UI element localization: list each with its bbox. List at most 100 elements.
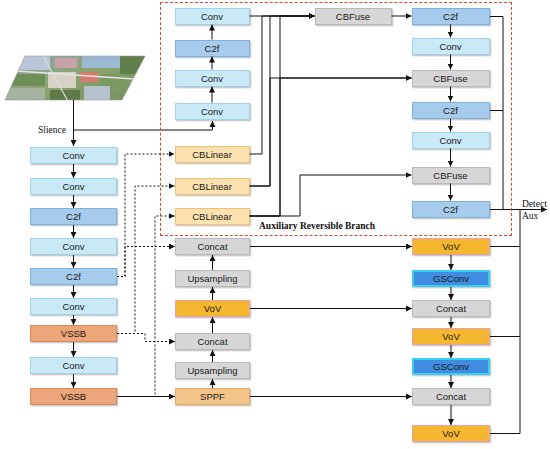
flow-arrow (73, 195, 74, 208)
module-label: GSConv (433, 361, 469, 372)
module-label: Conv (62, 301, 84, 312)
layer-box: C2f (30, 268, 117, 285)
module-label: CBFuse (336, 11, 370, 22)
merge-box: Upsampling (175, 270, 250, 287)
state-space-box: VSSB (30, 388, 117, 405)
layer-box: C2f (412, 102, 490, 119)
module-label: C2f (66, 211, 81, 222)
module-label: CBLinear (192, 149, 232, 160)
layer-box: Conv (175, 103, 250, 120)
module-label: Conv (439, 135, 461, 146)
skip-connector (117, 186, 175, 334)
state-space-box: VSSB (30, 325, 117, 342)
layer-box: VoV (412, 238, 490, 255)
merge-box: Upsampling (175, 362, 250, 379)
module-label: Conv (439, 41, 461, 52)
module-label: C2f (443, 204, 458, 215)
flow-arrow (450, 184, 451, 201)
module-label: Conv (62, 150, 84, 161)
module-label: Conv (201, 11, 223, 22)
flow-arrow (450, 55, 451, 70)
layer-box: Conv (30, 298, 117, 315)
skip-connector (117, 334, 175, 342)
module-label: C2f (205, 43, 220, 54)
merge-box: CBFuse (315, 8, 392, 25)
flow-arrow (450, 25, 451, 38)
layer-box: Conv (175, 8, 250, 25)
flow-arrow (212, 255, 213, 270)
flow-arrow (73, 225, 74, 238)
flow-arrow (73, 255, 74, 268)
flow-arrow (451, 345, 452, 358)
layer-box: Conv (412, 38, 490, 55)
flow-arrow (73, 164, 74, 178)
flow-arrow (250, 16, 315, 17)
layer-box: GSConv (412, 270, 490, 287)
layer-box: C2f (30, 208, 117, 225)
pooling-box: SPPF (175, 388, 250, 405)
branch-group: Auxiliary Reversible BranchConvC2fConvCo… (160, 2, 512, 236)
module-label: VoV (442, 241, 459, 252)
layer-box: C2f (412, 8, 490, 25)
module-label: VoV (204, 303, 221, 314)
flow-arrow (212, 57, 213, 70)
module-label: Concat (436, 391, 466, 402)
module-label: Concat (197, 241, 227, 252)
linear-box: CBLinear (175, 208, 250, 225)
layer-box: Conv (30, 357, 117, 374)
layer-box: Conv (30, 147, 117, 164)
skip-connector (117, 154, 175, 277)
flow-arrow (250, 175, 412, 216)
flow-arrow (450, 119, 451, 132)
module-label: Conv (62, 360, 84, 371)
module-label: CBLinear (192, 211, 232, 222)
flow-arrow (212, 87, 213, 103)
layer-box: GSConv (412, 358, 490, 375)
module-label: Concat (197, 336, 227, 347)
flow-arrow (212, 287, 213, 300)
merge-box: CBFuse (412, 167, 490, 184)
layer-box: C2f (412, 201, 490, 218)
layer-box: VoV (412, 425, 490, 442)
merge-box: Concat (412, 388, 490, 405)
flow-arrow (392, 16, 412, 17)
skip-connector (117, 247, 175, 277)
flow-arrow (250, 16, 315, 154)
aerial-image (0, 50, 150, 105)
layer-box: C2f (175, 40, 250, 57)
merge-box: Concat (175, 333, 250, 350)
layer-box: VoV (175, 300, 250, 317)
flow-arrow (451, 317, 452, 328)
flow-arrow (451, 255, 452, 270)
flow-arrow (250, 396, 412, 397)
group-title: Auxiliary Reversible Branch (259, 221, 375, 231)
module-label: VoV (442, 331, 459, 342)
module-label: VoV (442, 428, 459, 439)
flow-arrow (73, 315, 74, 325)
flow-arrow (250, 78, 412, 216)
module-label: VSSB (61, 391, 86, 402)
merge-box: Concat (412, 300, 490, 317)
linear-box: CBLinear (175, 146, 250, 163)
flow-arrow (250, 16, 315, 186)
module-label: Conv (62, 181, 84, 192)
flow-arrow (212, 350, 213, 362)
module-label: GSConv (433, 273, 469, 284)
layer-box: Conv (175, 70, 250, 87)
flow-arrow (451, 375, 452, 388)
module-label: Upsampling (187, 273, 237, 284)
flow-arrow (451, 287, 452, 300)
flow-arrow (73, 285, 74, 298)
merge-box: Concat (175, 238, 250, 255)
flow-arrow (212, 317, 213, 333)
flow-arrow (250, 308, 412, 309)
module-label: Upsampling (187, 365, 237, 376)
layer-box: VoV (412, 328, 490, 345)
module-label: Conv (201, 73, 223, 84)
layer-box: Conv (412, 132, 490, 149)
flow-arrow (73, 374, 74, 388)
module-label: SPPF (200, 391, 225, 402)
flow-arrow (451, 405, 452, 425)
module-label: VSSB (61, 328, 86, 339)
